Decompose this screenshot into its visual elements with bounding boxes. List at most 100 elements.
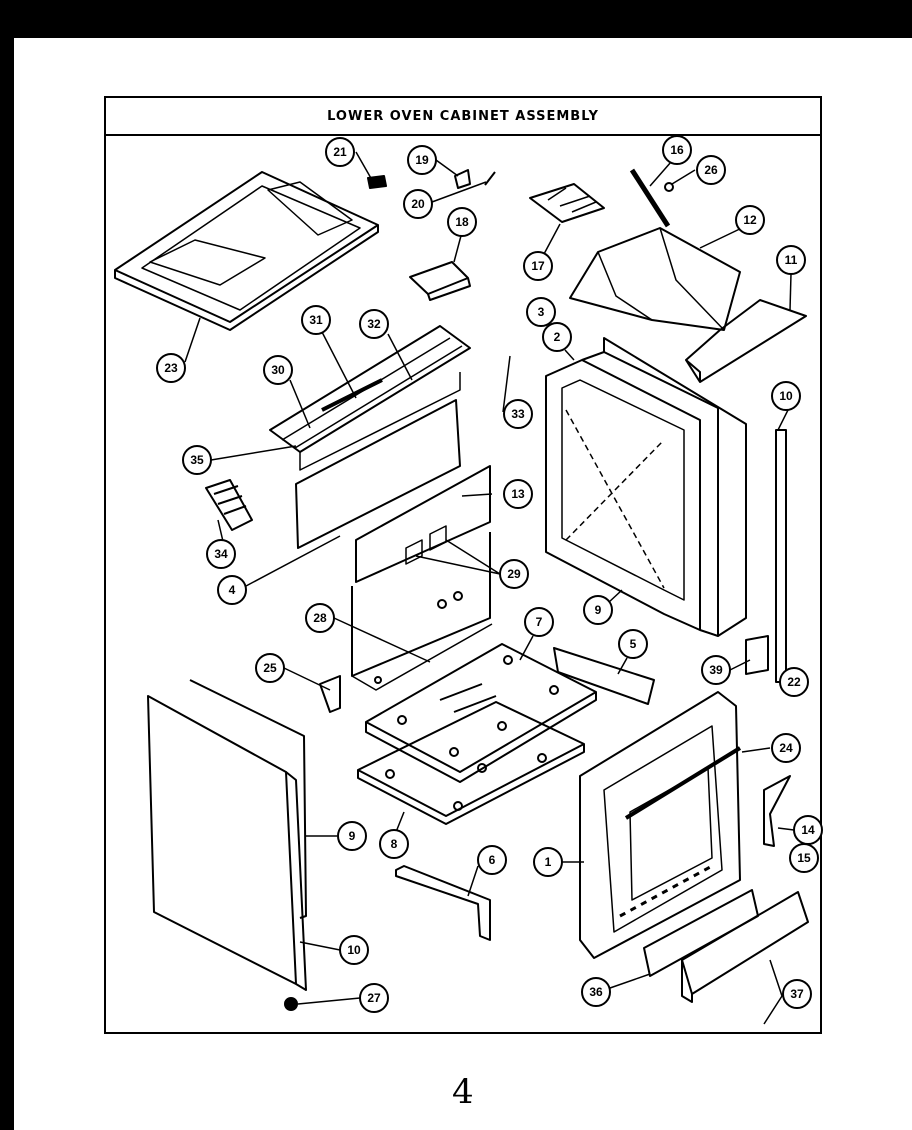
callout-17: 17 xyxy=(523,251,553,281)
part-control-module xyxy=(529,183,605,223)
svg-text:7: 7 xyxy=(536,615,543,629)
svg-text:5: 5 xyxy=(630,637,637,651)
callout-31: 31 xyxy=(301,305,331,335)
callout-11: 11 xyxy=(776,245,806,275)
svg-text:18: 18 xyxy=(455,215,469,229)
callout-24: 24 xyxy=(771,733,801,763)
svg-text:13: 13 xyxy=(511,487,525,501)
callout-34: 34 xyxy=(206,539,236,569)
svg-text:29: 29 xyxy=(507,567,521,581)
callout-28: 28 xyxy=(305,603,335,633)
callout-10-left: 10 xyxy=(339,935,369,965)
callout-2: 2 xyxy=(542,322,572,352)
callout-9-right: 9 xyxy=(583,595,613,625)
callout-36: 36 xyxy=(581,977,611,1007)
svg-text:20: 20 xyxy=(411,197,425,211)
svg-text:30: 30 xyxy=(271,363,285,377)
svg-text:37: 37 xyxy=(790,987,804,1001)
svg-text:33: 33 xyxy=(511,407,525,421)
callout-9-left: 9 xyxy=(337,821,367,851)
callout-39: 39 xyxy=(701,655,731,685)
svg-text:36: 36 xyxy=(589,985,603,999)
part-front-frame xyxy=(579,691,809,1003)
svg-text:23: 23 xyxy=(164,361,178,375)
svg-text:10: 10 xyxy=(347,943,361,957)
svg-text:27: 27 xyxy=(367,991,381,1005)
callout-13: 13 xyxy=(503,479,533,509)
svg-text:14: 14 xyxy=(801,823,815,837)
part-top-duct xyxy=(569,227,807,383)
callout-29: 29 xyxy=(499,559,529,589)
part-back-panel xyxy=(295,399,493,691)
svg-text:32: 32 xyxy=(367,317,381,331)
part-brace-bracket-screw xyxy=(284,635,791,1011)
svg-text:9: 9 xyxy=(595,603,602,617)
part-bracket-18 xyxy=(409,261,471,301)
callout-14: 14 xyxy=(793,815,823,845)
svg-text:25: 25 xyxy=(263,661,277,675)
callout-1: 1 xyxy=(533,847,563,877)
callout-37: 37 xyxy=(782,979,812,1009)
title-bar: LOWER OVEN CABINET ASSEMBLY xyxy=(106,98,820,136)
diagram-title: LOWER OVEN CABINET ASSEMBLY xyxy=(327,108,599,124)
svg-text:9: 9 xyxy=(349,829,356,843)
svg-text:6: 6 xyxy=(489,853,496,867)
callout-21: 21 xyxy=(325,137,355,167)
callout-12: 12 xyxy=(735,205,765,235)
svg-text:26: 26 xyxy=(704,163,718,177)
callout-15: 15 xyxy=(789,843,819,873)
svg-text:19: 19 xyxy=(415,153,429,167)
callout-10-right: 10 xyxy=(771,381,801,411)
callout-3: 3 xyxy=(526,297,556,327)
callout-4: 4 xyxy=(217,575,247,605)
part-side-panels xyxy=(147,679,307,991)
callout-19: 19 xyxy=(407,145,437,175)
part-door-frames xyxy=(545,337,787,683)
svg-text:22: 22 xyxy=(787,675,801,689)
svg-text:4: 4 xyxy=(229,583,236,597)
svg-text:15: 15 xyxy=(797,851,811,865)
callout-6: 6 xyxy=(477,845,507,875)
callout-30: 30 xyxy=(263,355,293,385)
callout-leaders xyxy=(184,151,795,1025)
callout-27: 27 xyxy=(359,983,389,1013)
svg-text:2: 2 xyxy=(554,330,561,344)
callout-25: 25 xyxy=(255,653,285,683)
callout-33: 33 xyxy=(503,399,533,429)
callout-35: 35 xyxy=(182,445,212,475)
callout-16: 16 xyxy=(662,135,692,165)
callout-22: 22 xyxy=(779,667,809,697)
diagram-frame: LOWER OVEN CABINET ASSEMBLY xyxy=(104,96,822,1034)
svg-text:10: 10 xyxy=(779,389,793,403)
callout-20: 20 xyxy=(403,189,433,219)
svg-text:11: 11 xyxy=(785,253,798,267)
svg-text:8: 8 xyxy=(391,837,398,851)
callout-18: 18 xyxy=(447,207,477,237)
callout-23: 23 xyxy=(156,353,186,383)
svg-text:24: 24 xyxy=(779,741,793,755)
part-rear-support xyxy=(269,325,471,471)
callout-balloons: 21 19 20 16 26 23 18 17 12 11 31 32 30 3… xyxy=(156,135,823,1013)
part-top-panel xyxy=(114,171,379,331)
page-number: 4 xyxy=(452,1072,474,1112)
callout-7: 7 xyxy=(524,607,554,637)
svg-text:3: 3 xyxy=(538,305,545,319)
svg-text:31: 31 xyxy=(309,313,323,327)
callout-5: 5 xyxy=(618,629,648,659)
callout-26: 26 xyxy=(696,155,726,185)
part-small-hardware xyxy=(367,168,674,228)
svg-text:12: 12 xyxy=(743,213,757,227)
svg-text:35: 35 xyxy=(190,453,204,467)
svg-text:34: 34 xyxy=(214,547,228,561)
svg-text:28: 28 xyxy=(313,611,327,625)
callout-32: 32 xyxy=(359,309,389,339)
part-vent-grille xyxy=(205,479,253,531)
part-oven-floor xyxy=(319,643,655,941)
svg-text:16: 16 xyxy=(670,143,684,157)
svg-text:1: 1 xyxy=(545,855,552,869)
svg-text:39: 39 xyxy=(709,663,723,677)
svg-text:21: 21 xyxy=(333,145,347,159)
svg-text:17: 17 xyxy=(531,259,545,273)
